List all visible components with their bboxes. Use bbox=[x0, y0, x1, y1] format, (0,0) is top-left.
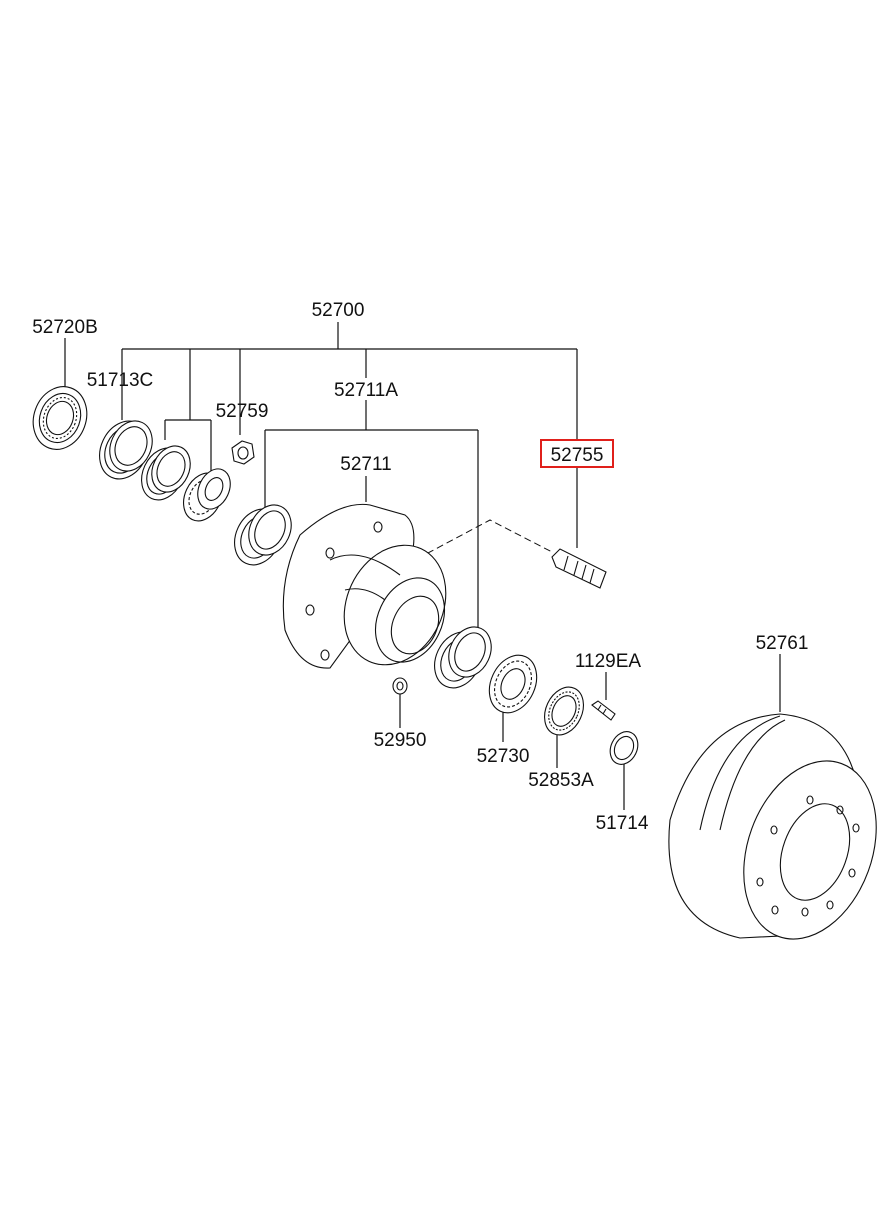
race-52711a-drawing bbox=[234, 504, 292, 566]
bearing-52730-drawing bbox=[488, 654, 538, 714]
label-51713c: 51713C bbox=[87, 370, 154, 391]
label-52950: 52950 bbox=[374, 730, 427, 751]
label-52720b: 52720B bbox=[32, 317, 98, 338]
hub-52711-drawing bbox=[282, 503, 447, 669]
label-52700: 52700 bbox=[312, 300, 365, 321]
tone-ring-52853a-drawing bbox=[544, 686, 584, 736]
label-52853a: 52853A bbox=[528, 770, 594, 791]
screw-1129ea-drawing bbox=[591, 700, 616, 721]
label-1129ea: 1129EA bbox=[575, 651, 642, 672]
plug-52950-drawing bbox=[392, 677, 408, 695]
roller-cone-drawing bbox=[183, 468, 231, 522]
hub-bolt-52755-drawing bbox=[551, 548, 607, 589]
highlight-box-52755 bbox=[540, 439, 614, 468]
nut-52759-drawing bbox=[231, 440, 255, 465]
seal-51714-drawing bbox=[609, 731, 639, 765]
label-52759: 52759 bbox=[216, 401, 269, 422]
label-52730: 52730 bbox=[477, 746, 530, 767]
label-52761: 52761 bbox=[756, 633, 809, 654]
bearing-race-drawing bbox=[141, 445, 191, 501]
seal-51713c-drawing bbox=[99, 420, 153, 480]
label-52711a: 52711A bbox=[334, 380, 398, 401]
label-51714: 51714 bbox=[596, 813, 649, 834]
label-52755[interactable]: 52755 bbox=[551, 445, 604, 466]
brake-drum-52761-drawing bbox=[668, 713, 877, 940]
bearing-52720b-drawing bbox=[32, 386, 88, 450]
label-52711: 52711 bbox=[340, 454, 391, 475]
race-inner-drawing bbox=[434, 626, 492, 689]
